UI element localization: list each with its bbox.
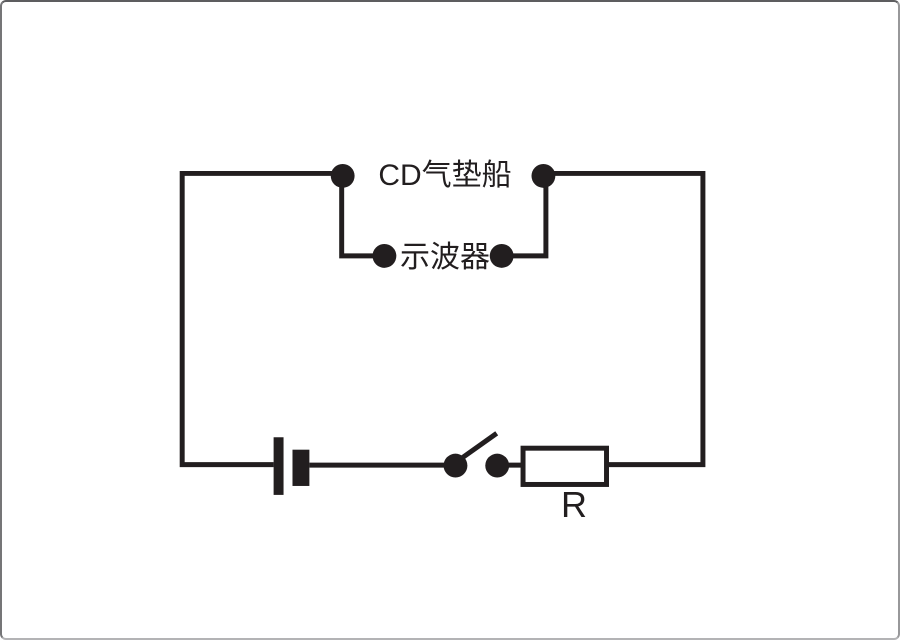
battery-short-plate <box>292 449 310 486</box>
oscilloscope-branch-left-wire <box>339 175 385 259</box>
switch-right-contact-dot <box>485 453 510 478</box>
oscilloscope-right-terminal-dot <box>489 243 514 268</box>
wire-right-side <box>543 170 706 468</box>
switch-lever <box>457 431 499 463</box>
battery-cell-icon <box>273 437 310 495</box>
oscilloscope-branch-right-wire <box>501 175 549 259</box>
resistor-label: R <box>561 484 587 525</box>
hovercraft-label: CD气垫船 <box>378 159 512 192</box>
wire-left-side <box>179 170 343 468</box>
open-switch-icon <box>443 431 510 478</box>
oscilloscope-label: 示波器 <box>400 241 490 274</box>
resistor-box-icon <box>520 445 609 487</box>
battery-long-plate <box>273 437 284 495</box>
hovercraft-right-terminal-dot <box>531 163 556 188</box>
oscilloscope-left-terminal-dot <box>372 243 397 268</box>
hovercraft-left-terminal-dot <box>330 163 355 188</box>
